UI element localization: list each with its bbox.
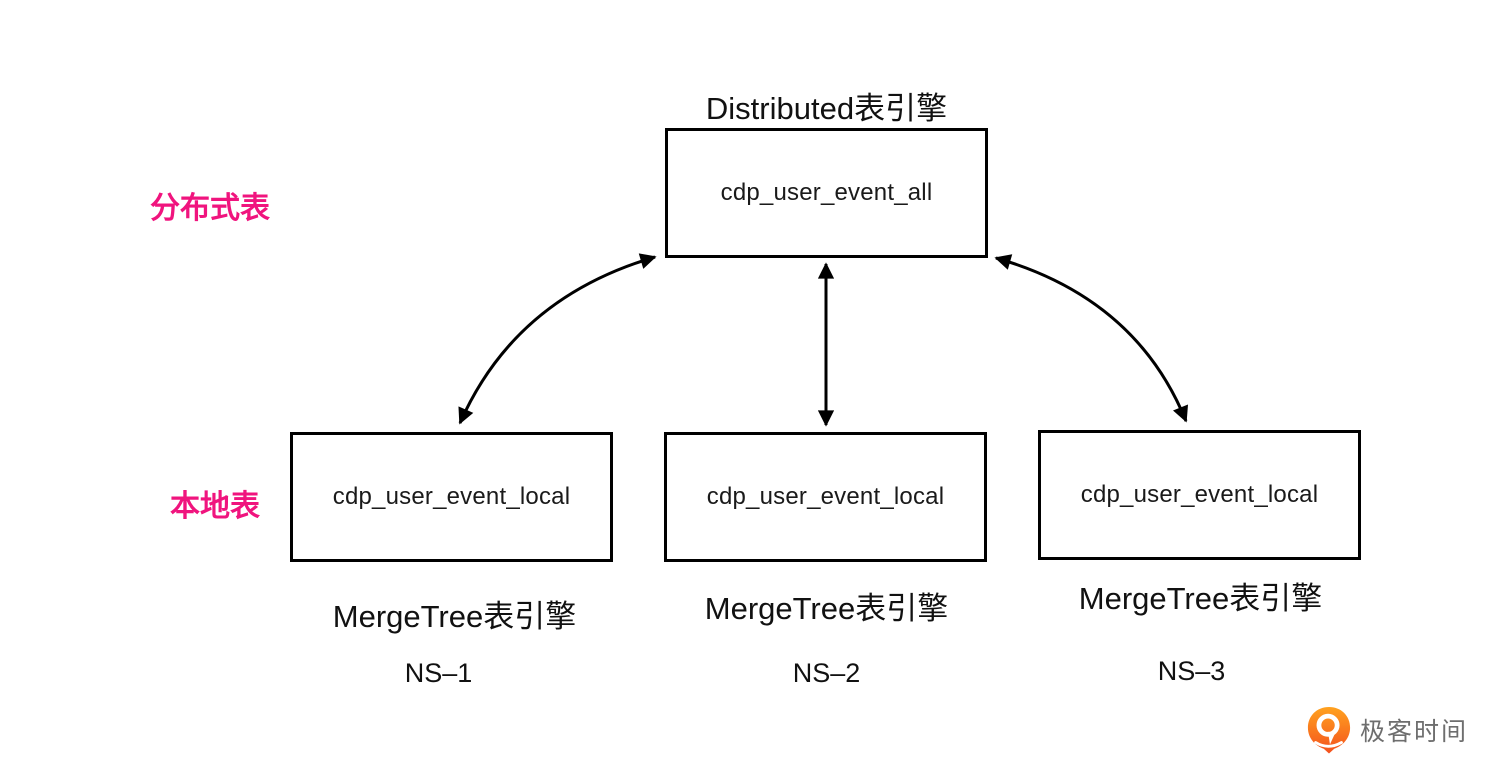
local-table-node-ns2: cdp_user_event_local	[664, 432, 987, 562]
ns-label-3: NS–3	[1157, 656, 1226, 686]
distributed-engine-label: Distributed表引擎	[705, 91, 948, 126]
local-table-node-ns1: cdp_user_event_local	[290, 432, 613, 562]
distributed-table-node: cdp_user_event_all	[665, 128, 988, 258]
mergetree-engine-label-ns1: MergeTree表引擎	[332, 599, 577, 634]
arrow-distributed-to-ns1	[458, 253, 657, 425]
ns-label-1: NS–1	[404, 658, 473, 688]
local-table-name: cdp_user_event_local	[1080, 481, 1319, 508]
row-label-distributed: 分布式表	[150, 192, 270, 225]
geektime-pin-icon	[1307, 707, 1351, 754]
arrow-distributed-to-ns3	[994, 254, 1189, 423]
geektime-logo-text: 极客时间	[1360, 718, 1469, 746]
mergetree-engine-label-ns3: MergeTree表引擎	[1078, 581, 1323, 616]
row-label-local: 本地表	[170, 490, 260, 523]
local-table-name: cdp_user_event_local	[332, 483, 571, 510]
distributed-table-name: cdp_user_event_all	[720, 179, 933, 206]
ns-label-2: NS–2	[792, 658, 861, 688]
local-table-name: cdp_user_event_local	[706, 483, 945, 510]
geektime-logo: 极客时间	[1306, 706, 1468, 754]
mergetree-engine-label-ns2: MergeTree表引擎	[704, 591, 949, 626]
local-table-node-ns3: cdp_user_event_local	[1038, 430, 1361, 560]
